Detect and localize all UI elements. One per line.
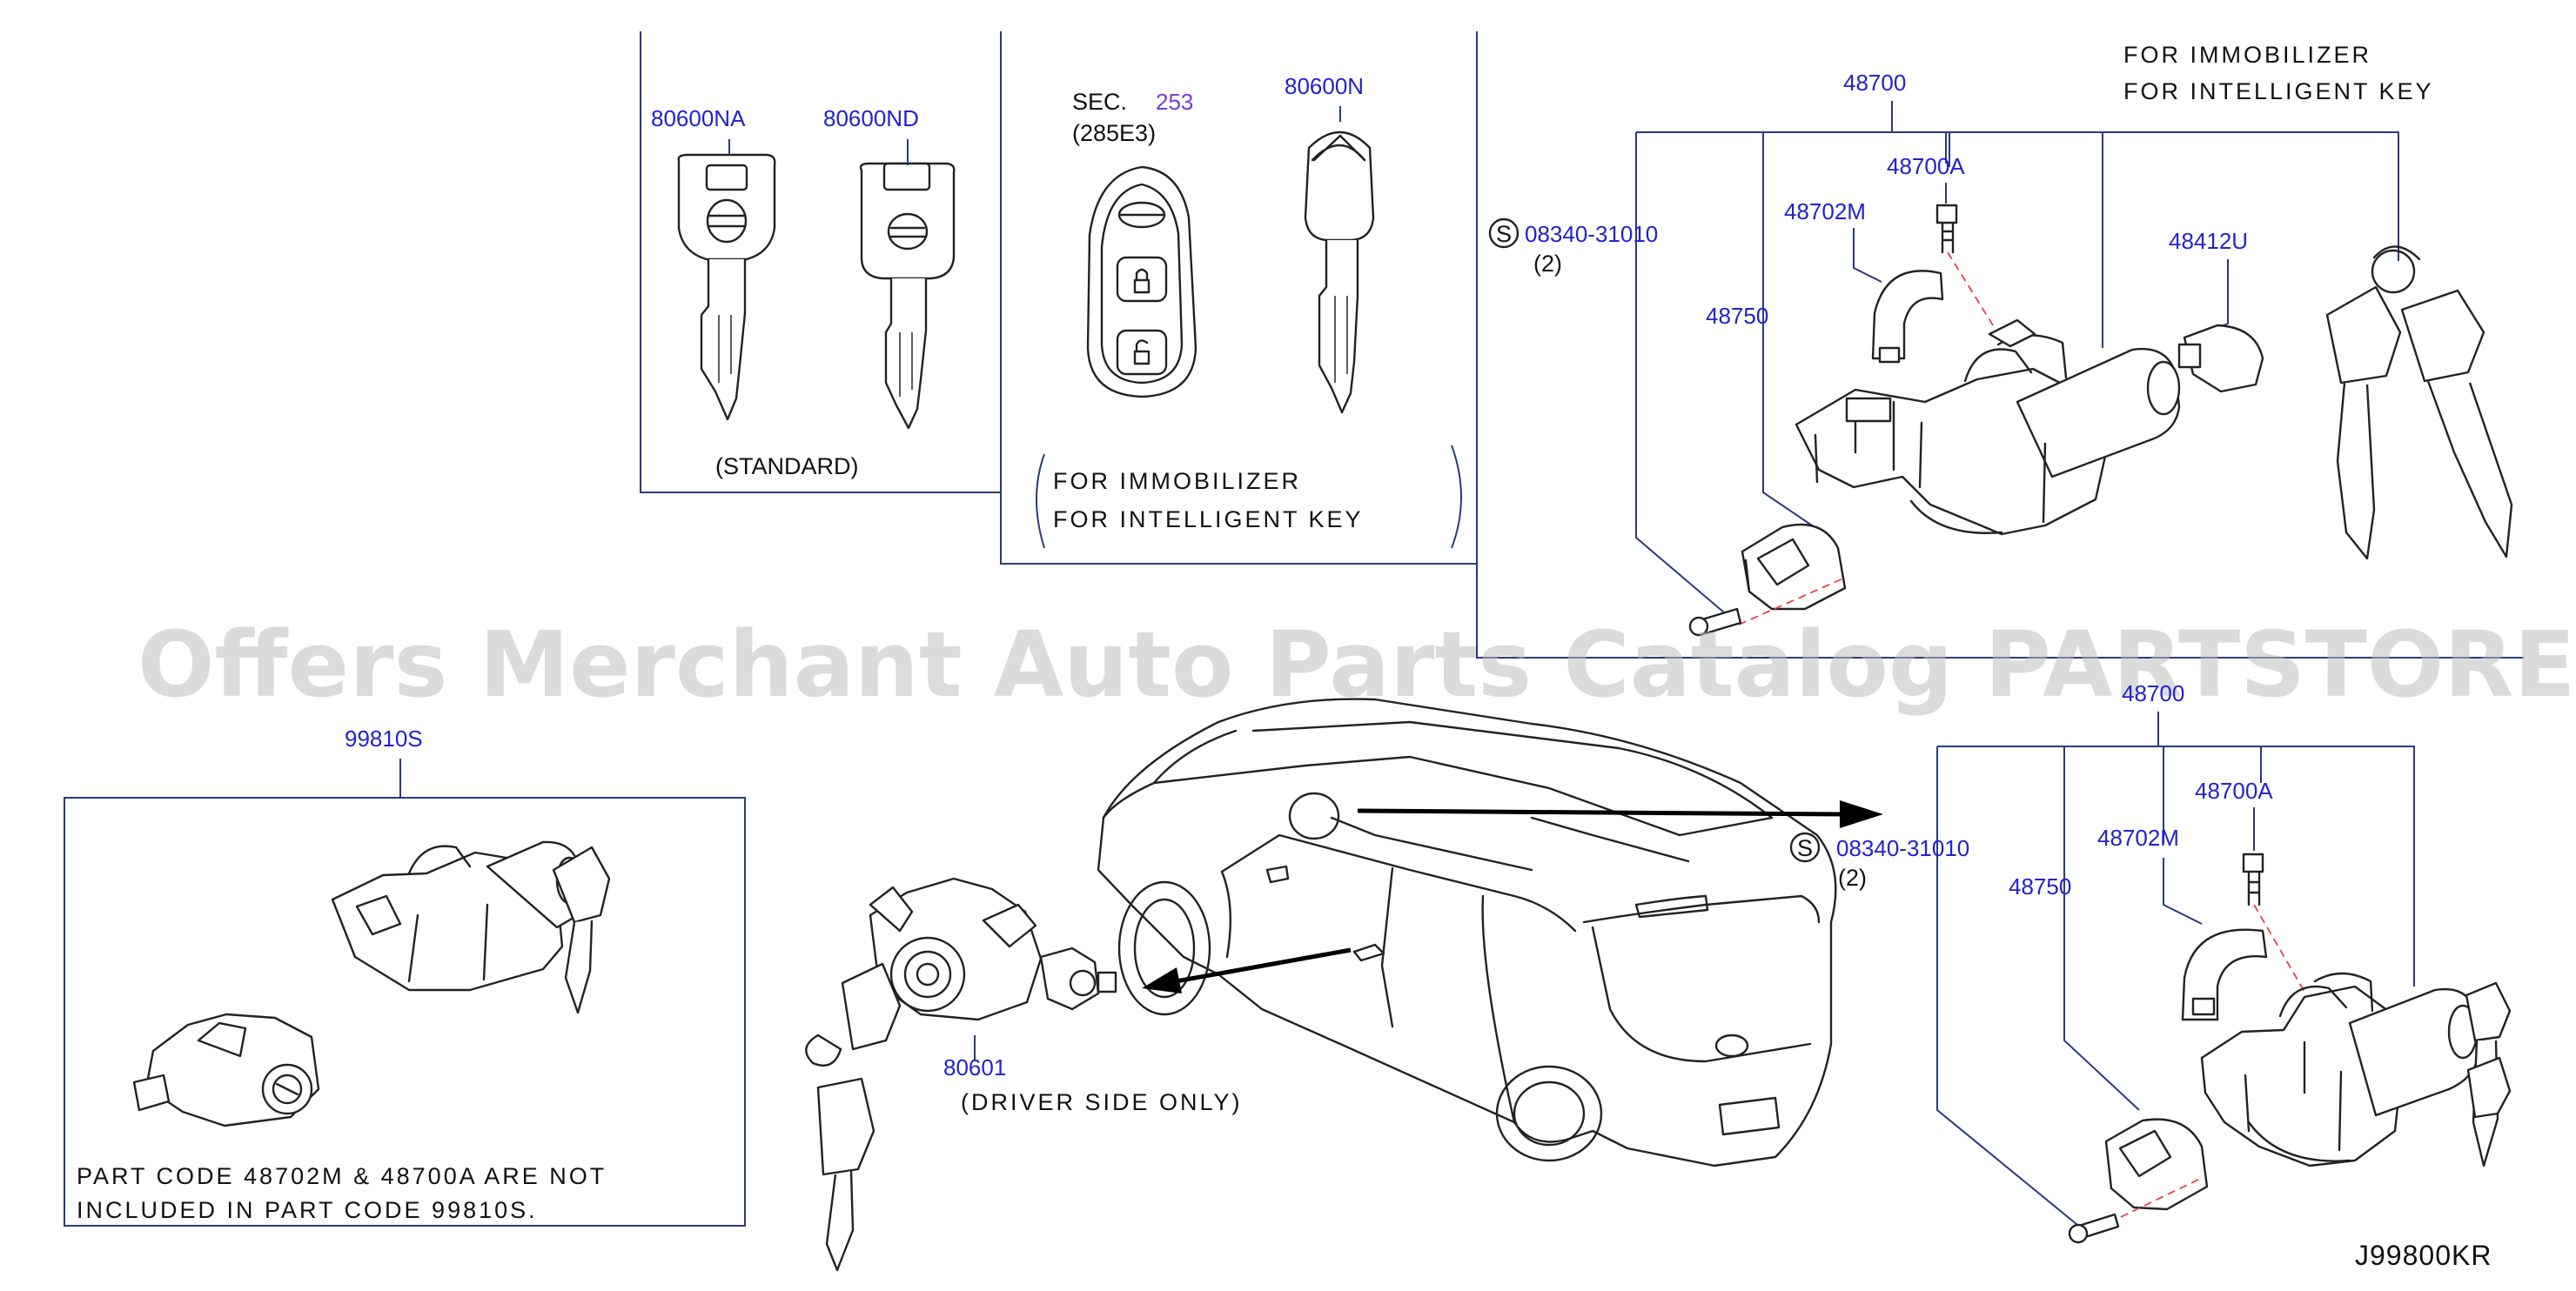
top-key-pair[interactable] [2325, 245, 2513, 560]
label-top-screw-code[interactable]: 08340-31010 [1525, 221, 1658, 247]
bottom-screw-callout: S 08340-31010 (2) [1789, 832, 1969, 891]
top-key-switch-48750[interactable] [1741, 523, 1847, 611]
top-note-intelligent-key: FOR INTELLIGENT KEY [2123, 78, 2434, 104]
label-bottom-48700A[interactable]: 48700A [2195, 778, 2273, 804]
key-80600ND[interactable] [859, 162, 956, 430]
bottom-steering-lock-48700[interactable] [2200, 972, 2512, 1167]
label-top-48702M[interactable]: 48702M [1784, 198, 1866, 224]
watermark: Offers Merchant Auto Parts Catalog PARTS… [138, 612, 2576, 718]
bottom-bracket-48702M[interactable] [2181, 928, 2268, 1021]
label-top-screw-qty: (2) [1533, 251, 1562, 277]
kit-note-line1: PART CODE 48702M & 48700A ARE NOT [77, 1163, 607, 1189]
label-bottom-screw-qty: (2) [1838, 865, 1867, 891]
bottom-bolt-48700A[interactable] [2242, 853, 2264, 906]
label-top-48412U[interactable]: 48412U [2169, 228, 2248, 254]
kit-door-cylinder[interactable] [132, 1013, 320, 1127]
bracket-note-immobilizer: FOR IMMOBILIZER [1053, 468, 1301, 494]
bracket-note-intelligent-key: FOR INTELLIGENT KEY [1053, 506, 1364, 532]
bottom-screw-08340-31010[interactable] [2068, 1213, 2120, 1244]
callout-arrows [1142, 800, 1883, 993]
driver-side-note: (DRIVER SIDE ONLY) [961, 1089, 1243, 1115]
label-80600N[interactable]: 80600N [1285, 73, 1364, 99]
label-bottom-48750[interactable]: 48750 [2009, 873, 2071, 900]
top-bolt-48700A[interactable] [1935, 204, 1958, 254]
label-bottom-48702M[interactable]: 48702M [2097, 825, 2179, 851]
bottom-screw-symbol: S [1797, 835, 1813, 861]
section-label: SEC. [1072, 89, 1127, 115]
top-screw-symbol: S [1496, 221, 1512, 247]
label-top-48700[interactable]: 48700 [1843, 70, 1906, 96]
label-top-48750[interactable]: 48750 [1706, 303, 1768, 329]
door-key-pair[interactable] [805, 962, 902, 1272]
section-sublabel: (285E3) [1072, 120, 1156, 146]
label-kit-99810S[interactable]: 99810S [345, 726, 423, 752]
section-link-253[interactable]: 253 [1156, 89, 1193, 115]
bottom-key-switch-48750[interactable] [2104, 1118, 2209, 1211]
label-80600NA[interactable]: 80600NA [651, 105, 746, 131]
top-steering-lock-48700[interactable] [1794, 318, 2181, 536]
note-bracket [1036, 445, 1462, 549]
kit-note-line2: INCLUDED IN PART CODE 99810S. [77, 1197, 538, 1223]
top-note-immobilizer: FOR IMMOBILIZER [2123, 42, 2371, 68]
key-80600NA[interactable] [677, 153, 776, 421]
door-lock-cylinder-80601[interactable] [869, 877, 1117, 1021]
kit-steering-lock[interactable] [331, 840, 611, 1014]
label-bottom-48700[interactable]: 48700 [2122, 680, 2184, 706]
label-top-48700A[interactable]: 48700A [1887, 153, 1965, 179]
top-bracket-48702M[interactable] [1871, 270, 1944, 364]
top-key-cylinder-48412U[interactable] [2177, 324, 2264, 393]
top-screw-08340-31010[interactable] [1688, 607, 1742, 637]
frame-lines [64, 31, 2524, 1227]
key-80600N[interactable] [1304, 130, 1375, 414]
label-80600ND[interactable]: 80600ND [823, 105, 919, 131]
label-bottom-screw-code[interactable]: 08340-31010 [1836, 835, 1969, 861]
drawing-id: J99800KR [2355, 1240, 2492, 1271]
intelligent-key-fob[interactable] [1086, 165, 1197, 398]
standard-note: (STANDARD) [715, 453, 859, 479]
top-screw-callout: S 08340-31010 (2) [1488, 217, 1658, 277]
